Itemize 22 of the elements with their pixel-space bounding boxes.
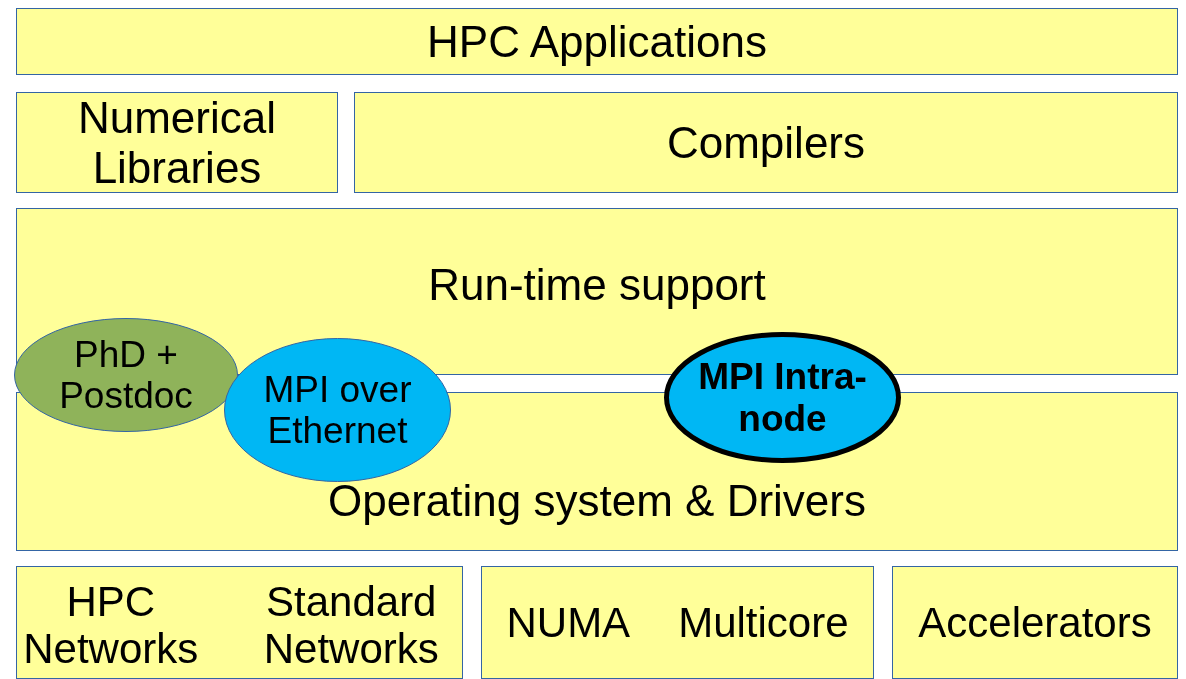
layer-box <box>481 566 874 679</box>
node-label: PhD + Postdoc <box>58 333 194 417</box>
layer-box <box>16 8 1178 75</box>
node-label: Numerical Libraries <box>76 93 277 192</box>
node-label: Standard Networks <box>262 578 440 673</box>
node-label: Run-time support <box>428 260 766 310</box>
layer-box <box>892 566 1178 679</box>
node-label: MPI Intra-node <box>697 356 868 439</box>
node-label: NUMA <box>506 599 631 646</box>
layer-box <box>16 92 338 193</box>
node-label: HPC Networks <box>22 578 200 673</box>
ellipse-node <box>664 332 901 463</box>
node-label: HPC Applications <box>427 16 767 67</box>
ellipse-node <box>14 318 238 432</box>
node-label: Operating system & Drivers <box>328 475 866 525</box>
layer-box <box>16 566 463 679</box>
node-label: Compilers <box>666 117 865 168</box>
node-label: Multicore <box>678 599 849 646</box>
layer-box <box>354 92 1178 193</box>
node-label: MPI over Ethernet <box>262 368 413 452</box>
node-label: Accelerators <box>918 599 1152 646</box>
ellipse-node <box>224 338 451 482</box>
